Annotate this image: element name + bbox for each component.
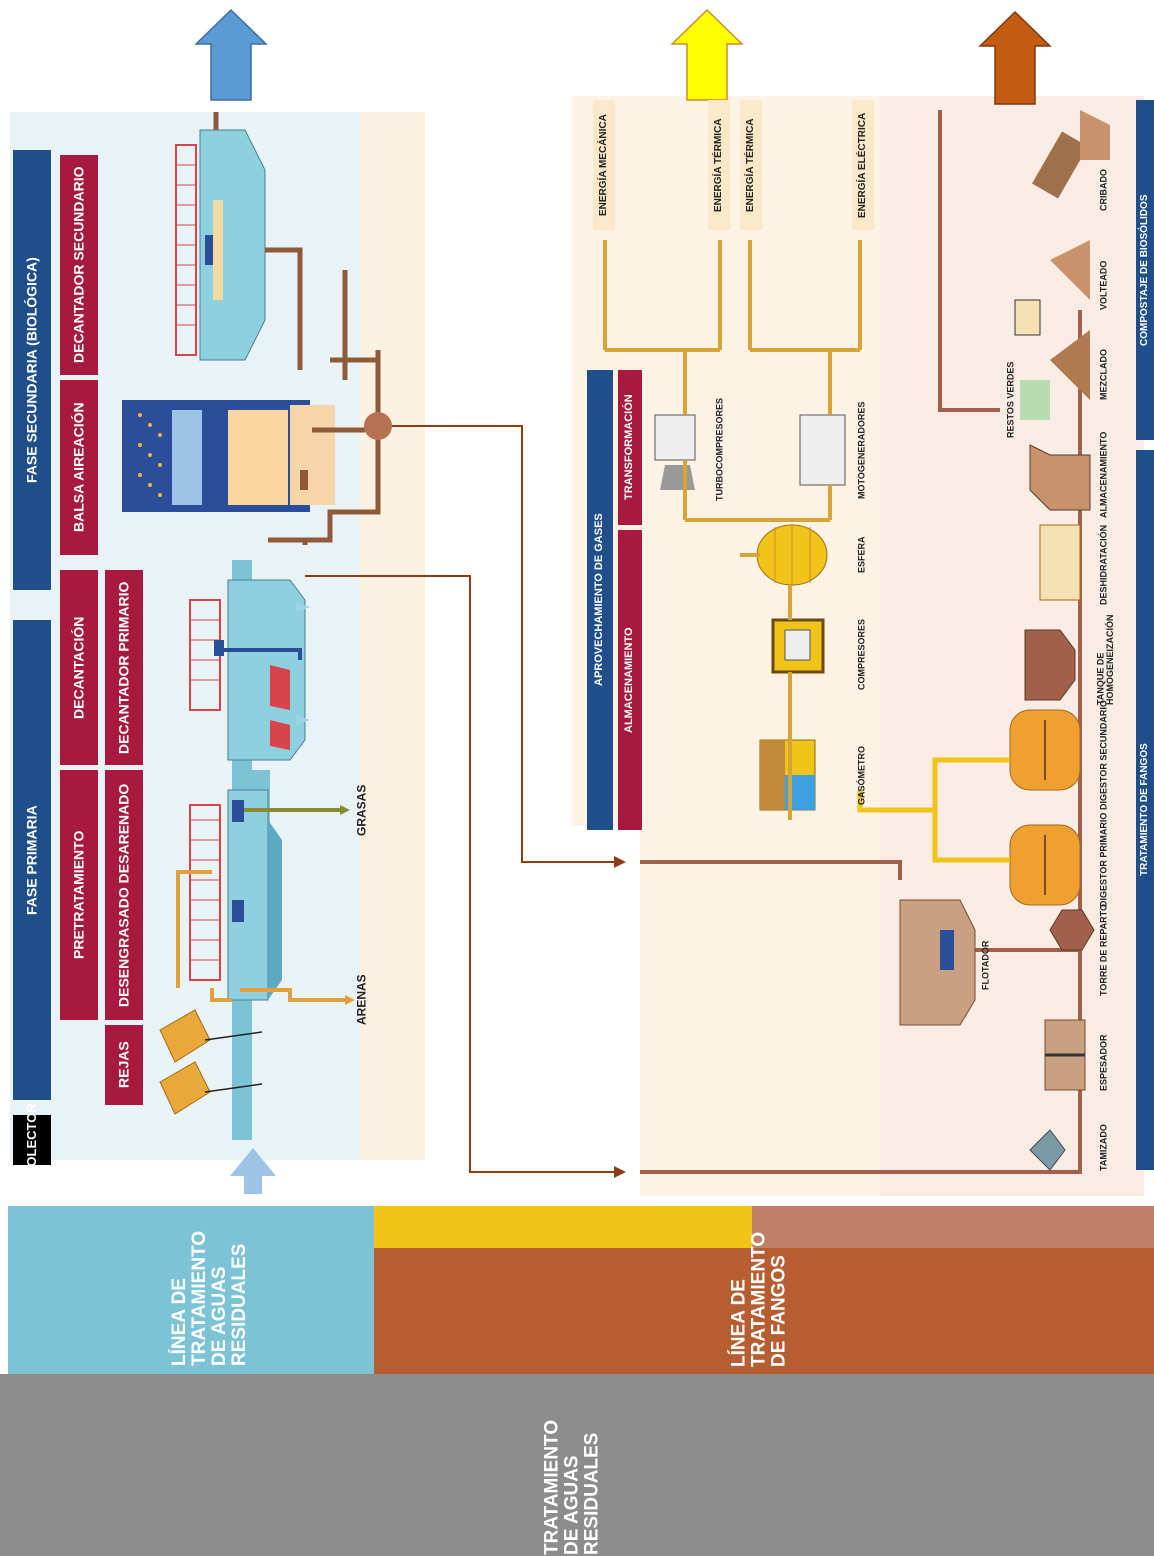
energia-termica-1-label: ENERGÍA TÉRMICA: [710, 105, 728, 225]
motogeneradores-unit: [800, 415, 845, 485]
torre-label: TORRE DE REPARTO: [1096, 905, 1112, 995]
compost-arrow-brown: [980, 12, 1050, 104]
tanque-label: TANQUE DE HOMOGENEIZACIÓN: [1093, 615, 1119, 705]
decantacion-header: DECANTACIÓN: [60, 570, 98, 765]
restos-verdes-unit: [1020, 380, 1050, 420]
pretratamiento-header: PRETRATAMIENTO: [60, 770, 98, 1020]
tamizado-label: TAMIZADO: [1096, 1120, 1112, 1175]
digestor-secundario-label: DIGESTOR SECUNDARIO: [1096, 705, 1112, 805]
sludge-line-label: LÍNEA DE TRATAMIENTO DE FANGOS: [722, 1262, 797, 1367]
phase-primary-header: FASE PRIMARIA: [13, 620, 51, 1100]
water-arrow-blue: [196, 10, 266, 100]
energia-termica-2-label: ENERGÍA TÉRMICA: [742, 105, 760, 225]
turbocompresores-label: TURBOCOMPRESORES: [712, 400, 728, 500]
flotador-unit: [900, 900, 975, 1025]
cribado-label: CRIBADO: [1096, 160, 1112, 220]
gasometro-unit: [760, 740, 815, 810]
flotador-label: FLOTADOR: [978, 940, 994, 990]
restos-verdes-label: RESTOS VERDES: [1003, 365, 1019, 435]
deshidratacion-label: DESHIDRATACIÓN: [1096, 525, 1112, 605]
compostaje-header: COMPOSTAJE DE BIOSÓLIDOS: [1136, 100, 1154, 440]
reparto-node: [364, 412, 392, 440]
sludge-panel: [640, 826, 880, 1196]
wastewater-line-label: LÍNEA DE TRATAMIENTO DE AGUAS RESIDUALES: [165, 1236, 255, 1366]
esfera-label: ESFERA: [854, 530, 870, 580]
energia-electrica-label: ENERGÍA ELÉCTRICA: [854, 105, 872, 225]
mezclado-label: MEZCLADO: [1096, 345, 1112, 405]
decantador-primario-header: DECANTADOR PRIMARIO: [105, 570, 143, 765]
volteado-label: VOLTEADO: [1096, 255, 1112, 315]
band-compost: [752, 1206, 1154, 1248]
compresores-label: COMPRESORES: [854, 620, 870, 690]
espesador-label: ESPESADOR: [1096, 1030, 1112, 1095]
almacenamiento-gas-header: ALMACENAMIENTO: [618, 530, 642, 830]
energia-mecanica-label: ENERGÍA MECÁNICA: [595, 105, 613, 225]
motogeneradores-label: MOTOGENERADORES: [854, 400, 870, 500]
energy-arrow-yellow: [672, 10, 742, 100]
transformacion-header: TRANSFORMACIÓN: [618, 370, 642, 525]
balsa-aireacion-unit: [122, 400, 335, 512]
decantador-secundario-header: DECANTADOR SECUNDARIO: [60, 155, 98, 375]
phase-secondary-header: FASE SECUNDARIA (BIOLÓGICA): [13, 150, 51, 590]
almacenamiento-label: ALMACENAMIENTO: [1096, 430, 1112, 520]
rejas-header: REJAS: [105, 1025, 143, 1105]
grasas-label: GRASAS: [352, 785, 372, 835]
arenas-label: ARENAS: [352, 975, 372, 1025]
desengrasado-header: DESENGRASADO DESARENADO: [105, 770, 143, 1020]
gas-header: APROVECHAMIENTO DE GASES: [587, 370, 613, 830]
tanque-homogeneizacion-unit: [1025, 630, 1075, 700]
gasometro-label: GASÓMETRO: [854, 745, 870, 805]
digestor-primario-label: DIGESTOR PRIMARIO: [1096, 815, 1112, 905]
compresores-unit: [773, 620, 823, 672]
deshidratacion-unit: [1040, 525, 1080, 600]
esfera-unit: [757, 525, 827, 585]
balsa-header: BALSA AIREACIÓN: [60, 380, 98, 555]
espesador-unit: [1045, 1020, 1085, 1090]
fangos-header: TRATAMIENTO DE FANGOS: [1136, 450, 1154, 1170]
overall-label: TRATAMIENTO DE AGUAS RESIDUALES: [525, 1445, 620, 1555]
collector-label: COLECTOR: [13, 1115, 51, 1165]
band-gas: [374, 1206, 752, 1248]
